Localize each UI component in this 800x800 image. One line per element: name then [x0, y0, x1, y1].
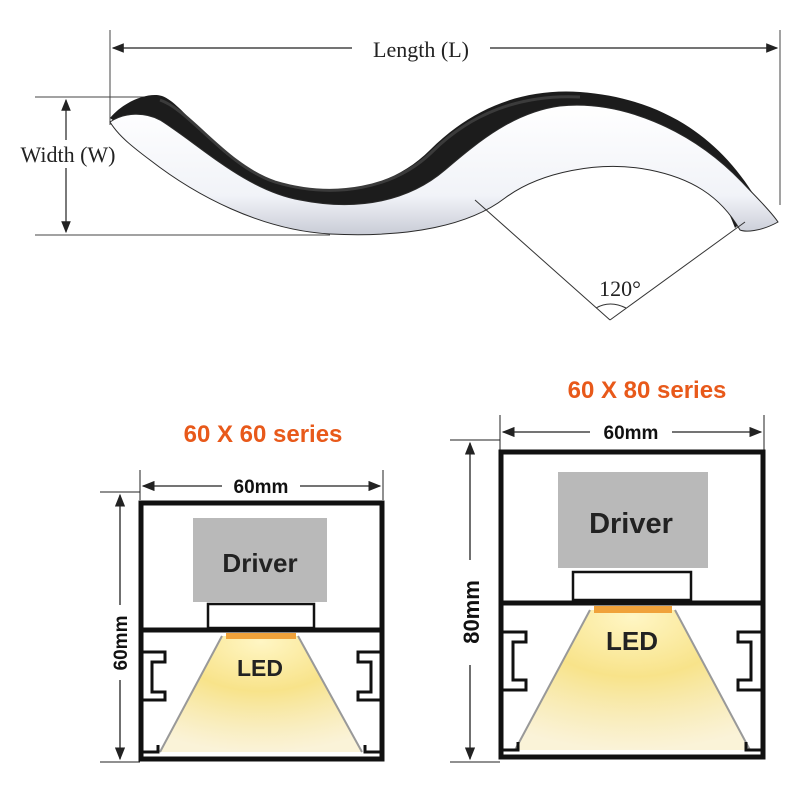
angle-arc	[595, 303, 627, 309]
wave-light-diagram: Length (L) Width (W) 120°	[8, 30, 781, 321]
angle-line-right	[609, 221, 746, 321]
clip-left-60x80	[503, 630, 528, 692]
led-label-60x60: LED	[237, 655, 283, 681]
driver-label-60x60: Driver	[222, 548, 297, 578]
driver-base-60x80	[571, 570, 693, 602]
profile-60x60: 60 X 60 series 60mm 60mm Driver LED	[100, 421, 385, 763]
led-chip-60x60	[226, 633, 296, 639]
foot-left-60x80	[503, 742, 520, 752]
height-label-60x80: 80mm	[459, 580, 484, 644]
width-label-60x80: 60mm	[604, 423, 659, 444]
angle-line-left	[474, 199, 611, 321]
length-label: Length (L)	[373, 37, 469, 62]
driver-box-60x60	[193, 518, 327, 602]
driver-label-60x80: Driver	[589, 508, 673, 540]
angle-label: 120°	[599, 276, 641, 301]
width-label-60x60: 60mm	[234, 477, 289, 498]
clip-right-60x80	[736, 630, 761, 692]
foot-left-60x60	[143, 745, 160, 754]
led-light-cone-60x80	[515, 610, 750, 750]
reflector-right-60x80	[674, 609, 751, 751]
led-chip-60x80	[594, 606, 672, 613]
profile-60x80: 60 X 80 series 60mm 80mm Driver LED	[450, 377, 766, 763]
series-title-60x80: 60 X 80 series	[568, 377, 727, 404]
driver-box-60x80	[558, 472, 708, 568]
height-label-60x60: 60mm	[111, 616, 132, 671]
series-title-60x60: 60 X 60 series	[184, 421, 343, 448]
led-label-60x80: LED	[606, 626, 658, 656]
wave-fixture-edge	[159, 95, 581, 192]
clip-right-60x60	[356, 650, 380, 702]
led-light-cone-60x60	[160, 636, 362, 752]
driver-base-60x60	[206, 602, 316, 630]
reflector-left-60x80	[514, 609, 591, 751]
foot-right-60x60	[363, 745, 380, 754]
clip-left-60x60	[143, 650, 167, 702]
reflector-right-60x60	[297, 635, 363, 753]
foot-right-60x80	[744, 742, 761, 752]
reflector-left-60x60	[159, 635, 223, 753]
wave-fixture-diffuser	[109, 104, 779, 236]
width-label: Width (W)	[20, 142, 115, 167]
